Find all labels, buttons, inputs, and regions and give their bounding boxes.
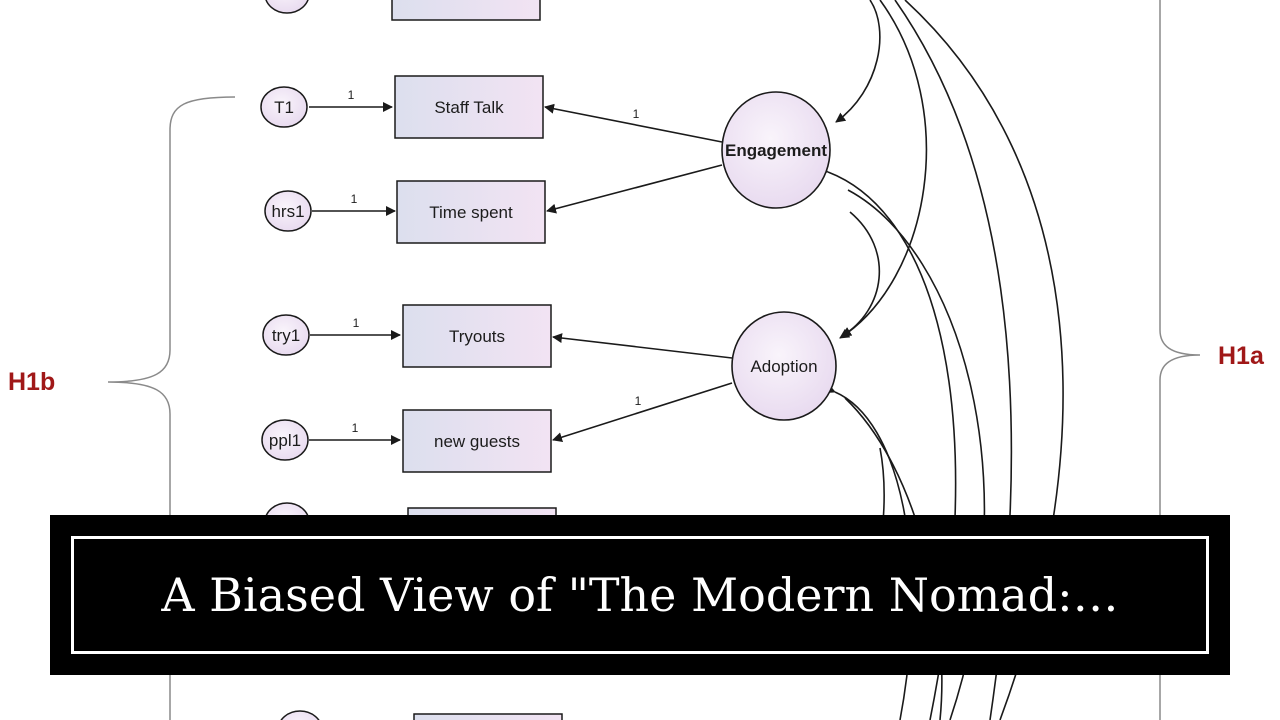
indicator-label-new-guests: new guests [434,432,520,451]
error-label-try1: try1 [272,326,300,345]
latent-engagement: 1 Engagement [544,91,831,214]
indicator-label-time-spent: Time spent [429,203,513,222]
indicator-box-new-guests [402,409,552,473]
error-circle-partial-top [265,0,309,14]
indicator-box-partial-top [391,0,541,21]
video-title: A Biased View of "The Modern Nomad:… [161,568,1119,622]
indicator-tryouts: try1 1 Tryouts [262,304,552,368]
error-circle-t1 [260,86,308,128]
covariance-arc-top-engagement [835,0,881,123]
indicator-label-tryouts: Tryouts [449,327,505,346]
error-label-t1: T1 [274,98,294,117]
indicator-box-partial-bottom [413,713,563,720]
indicator-box-tryouts [402,304,552,368]
brace-h1a [1159,0,1201,720]
error-circle-try1 [262,314,310,356]
latent-circle-adoption [731,311,837,421]
error-circle-ppl1 [261,419,309,461]
error-loading-t1: 1 [348,88,355,102]
error-label-hrs1: hrs1 [271,202,304,221]
brace-h1b [107,96,236,720]
loading-label-adoption: 1 [635,394,642,408]
latent-adoption: 1 Adoption [552,311,837,443]
indicator-time-spent: hrs1 1 Time spent [264,180,546,244]
title-frame: A Biased View of "The Modern Nomad:… [71,536,1209,654]
latent-circle-engagement [721,91,831,209]
error-circle-partial-bottom [280,710,320,720]
title-banner: A Biased View of "The Modern Nomad:… [50,515,1230,675]
indicator-label-staff-talk: Staff Talk [434,98,504,117]
latent-label-engagement: Engagement [725,141,827,160]
indicator-staff-talk: T1 1 Staff Talk [260,75,544,139]
error-loading-hrs1: 1 [351,192,358,206]
loading-label-engagement: 1 [633,107,640,121]
hypothesis-label-h1a: H1a [1218,342,1265,370]
indicator-box-staff-talk [394,75,544,139]
error-loading-try1: 1 [353,316,360,330]
indicator-new-guests: ppl1 1 new guests [261,409,552,473]
indicator-box-time-spent [396,180,546,244]
error-label-ppl1: ppl1 [269,431,301,450]
covariance-arc-engagement-adoption [841,211,881,337]
error-loading-ppl1: 1 [352,421,359,435]
covariance-arc-top-adoption [839,0,928,339]
hypothesis-label-h1b: H1b [8,368,55,396]
latent-label-adoption: Adoption [750,357,817,376]
error-circle-hrs1 [264,190,312,232]
